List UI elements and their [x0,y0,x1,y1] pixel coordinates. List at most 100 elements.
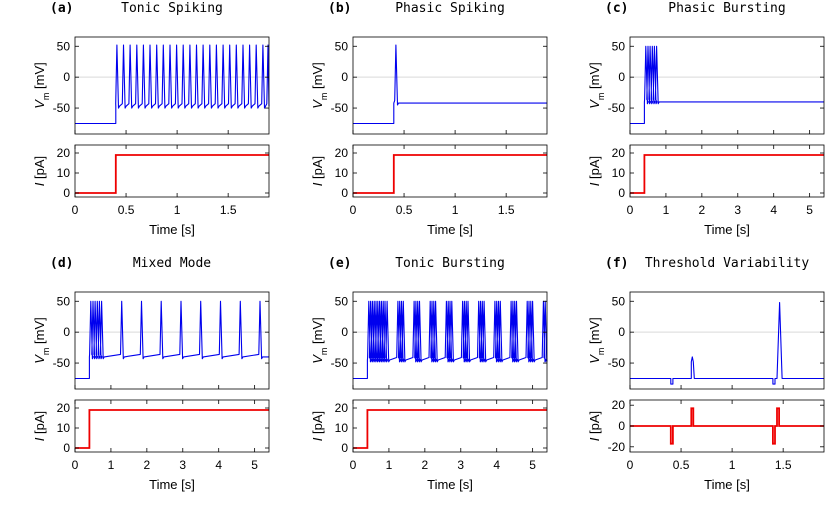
xtick-label: 0.5 [673,458,690,472]
current-ylabel-symbol: I [310,437,325,441]
voltage-ylabel-symbol: V [587,99,602,109]
xtick-label: 1 [729,458,736,472]
panel-title: Mixed Mode [133,256,211,271]
panel-title: Tonic Bursting [395,256,505,271]
current-ylabel-symbol: I [310,182,325,186]
current-ytick-label: 20 [335,146,349,160]
voltage-trace [630,45,824,125]
voltage-axes-frame [74,291,270,390]
xtick-label: 2 [144,458,151,472]
current-ytick-label: 10 [57,421,71,435]
voltage-trace [353,44,547,125]
panel-label: (c) [605,1,628,16]
current-ylabel-unit: [pA] [587,156,602,183]
voltage-ylabel-subscript: m [596,93,606,101]
current-ytick-label: 10 [57,166,71,180]
current-ylabel-symbol: I [587,182,602,186]
voltage-ytick-label: 50 [57,294,71,308]
voltage-ylabel-subscript: m [319,93,329,101]
current-ytick-label: 0 [618,186,625,200]
xtick-label: 2 [699,203,706,217]
voltage-axes-frame [352,36,548,135]
voltage-ylabel-subscript: m [319,348,329,356]
voltage-ylabel-unit: [mV] [32,317,47,347]
current-ylabel: I [pA] [32,411,47,441]
current-ylabel: I [pA] [587,156,602,186]
panel-title: Phasic Spiking [395,1,505,16]
xtick-label: 5 [806,203,813,217]
voltage-ylabel-subscript: m [596,348,606,356]
voltage-ylabel: Vm [mV] [32,317,51,364]
current-ytick-label: 0 [618,419,625,433]
voltage-ytick-label: 50 [612,39,626,53]
current-ytick-label: 0 [341,186,348,200]
voltage-ylabel-symbol: V [32,99,47,109]
current-ytick-label: 20 [335,401,349,415]
voltage-ylabel-symbol: V [587,354,602,364]
voltage-axes-frame [352,291,548,390]
current-ylabel-unit: [pA] [310,411,325,438]
voltage-ylabel-subscript: m [41,348,51,356]
voltage-ylabel-unit: [mV] [310,62,325,92]
panel-label: (e) [328,256,351,271]
voltage-ylabel: Vm [mV] [32,62,51,109]
voltage-axes-frame [629,291,825,390]
current-ylabel-unit: [pA] [32,156,47,183]
current-axes-frame [629,144,825,198]
voltage-ytick-label: -50 [331,356,349,370]
voltage-ytick-label: -50 [331,101,349,115]
xtick-label: 0.5 [118,203,135,217]
panel-label: (a) [50,1,73,16]
x-axis-label: Time [s] [704,222,750,237]
voltage-ylabel-symbol: V [310,99,325,109]
voltage-ylabel-unit: [mV] [587,62,602,92]
xtick-label: 0 [350,203,357,217]
current-ylabel: I [pA] [587,411,602,441]
voltage-ytick-label: 0 [341,325,348,339]
voltage-axes-frame [629,36,825,135]
current-trace [353,154,547,194]
current-axes-frame [74,399,270,453]
current-ylabel-unit: [pA] [587,411,602,438]
xtick-label: 1 [663,203,670,217]
xtick-label: 1 [108,458,115,472]
panel-label: (d) [50,256,73,271]
voltage-ylabel-unit: [mV] [310,317,325,347]
current-ytick-label: -20 [608,440,626,454]
voltage-ylabel: Vm [mV] [587,62,606,109]
voltage-ylabel-symbol: V [310,354,325,364]
xtick-label: 5 [529,458,536,472]
x-axis-label: Time [s] [149,477,195,492]
voltage-ytick-label: -50 [608,101,626,115]
current-ytick-label: 10 [335,421,349,435]
voltage-ytick-label: 50 [57,39,71,53]
current-ytick-label: 0 [63,441,70,455]
voltage-axes-frame [74,36,270,135]
current-trace [75,154,269,194]
xtick-label: 1 [452,203,459,217]
xtick-label: 3 [179,458,186,472]
voltage-trace [75,300,269,380]
xtick-label: 2 [422,458,429,472]
xtick-label: 4 [493,458,500,472]
voltage-ytick-label: -50 [53,101,71,115]
current-ylabel-symbol: I [32,437,47,441]
xtick-label: 1.5 [220,203,237,217]
current-axes-frame [352,399,548,453]
voltage-ytick-label: 0 [618,325,625,339]
current-trace [353,409,547,449]
x-axis-label: Time [s] [149,222,195,237]
current-ytick-label: 0 [63,186,70,200]
current-ylabel-symbol: I [32,182,47,186]
voltage-ytick-label: 0 [618,70,625,84]
current-ytick-label: 20 [57,401,71,415]
voltage-ytick-label: 0 [341,70,348,84]
current-ytick-label: 20 [612,398,626,412]
voltage-ylabel-unit: [mV] [32,62,47,92]
voltage-ytick-label: 50 [612,294,626,308]
voltage-ylabel: Vm [mV] [587,317,606,364]
